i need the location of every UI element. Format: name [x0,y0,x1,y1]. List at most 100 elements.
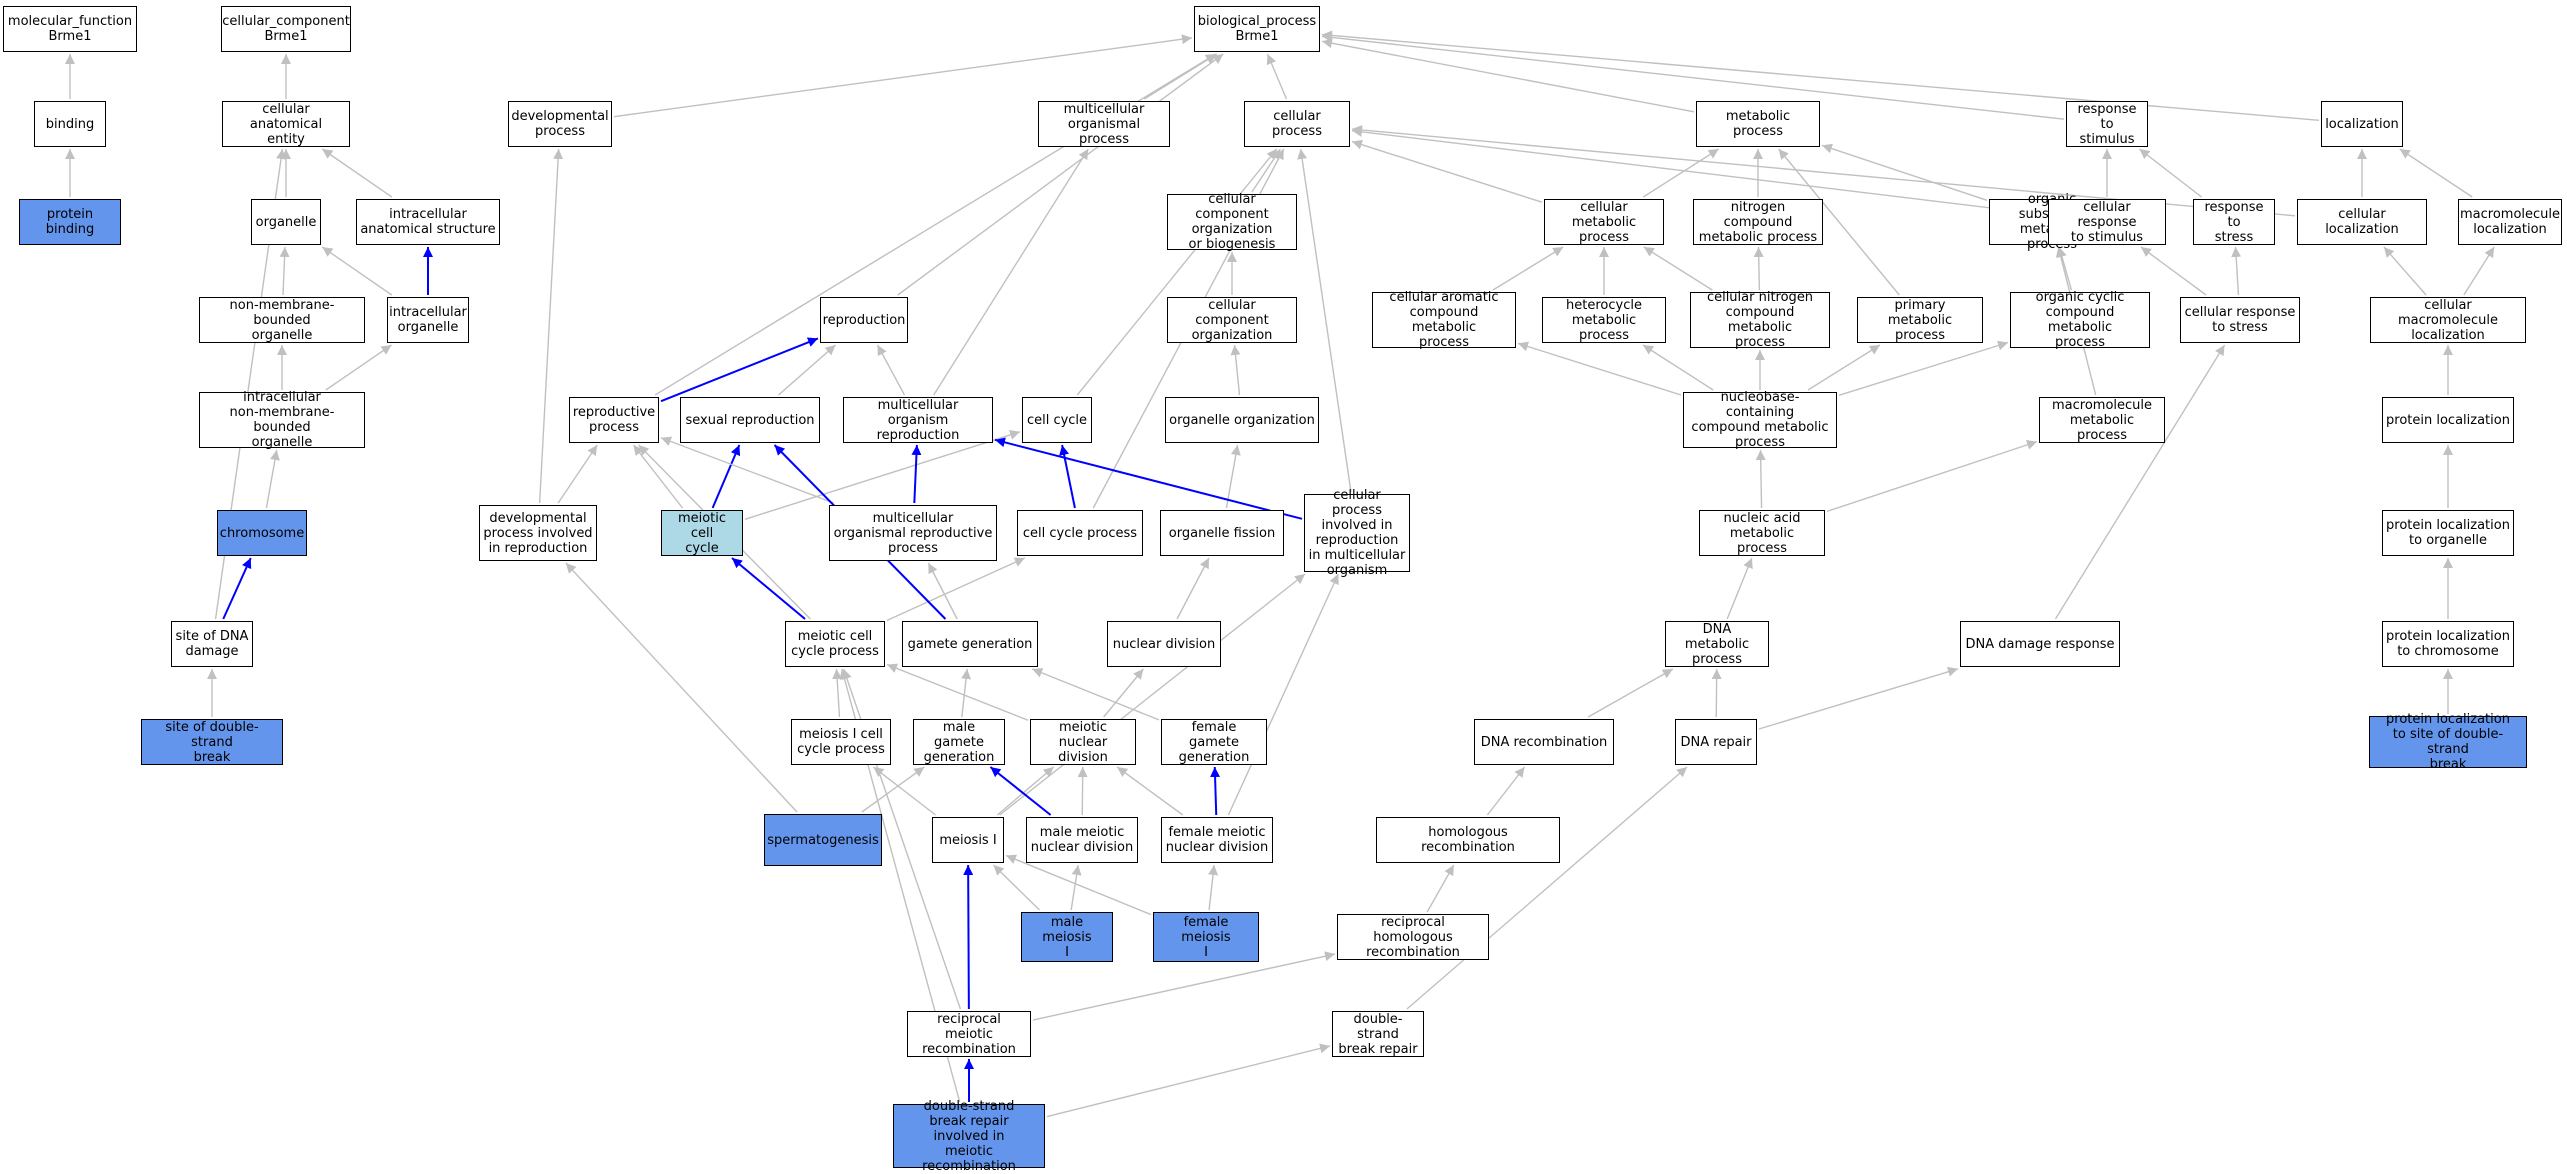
edge-cell-macro-local-to-macro-local [2464,247,2494,295]
node-nitro-metab[interactable]: nitrogen compound metabolic process [1693,199,1823,245]
node-recip-homol[interactable]: reciprocal homologous recombination [1337,914,1489,960]
node-resp-stim[interactable]: response to stimulus [2066,101,2148,147]
node-recip-meiotic[interactable]: reciprocal meiotic recombination [907,1011,1031,1057]
node-binding[interactable]: binding [34,101,106,147]
edge-meiotic-ccp-to-meiotic-cc [732,558,805,619]
edge-meiosis1-to-meiosis1-ccp [873,767,935,815]
node-cell-resp-stim[interactable]: cellular response to stimulus [2048,199,2166,245]
edge-cp-repro-to-multi-repro [995,440,1302,519]
node-multi-org[interactable]: multicellular organismal process [1038,101,1170,147]
node-reproduction[interactable]: reproduction [820,297,908,343]
node-male-gam[interactable]: male gamete generation [913,719,1005,765]
node-cell-metab[interactable]: cellular metabolic process [1544,199,1664,245]
node-nbc[interactable]: nucleobase-containing compound metabolic… [1683,392,1837,448]
node-nmbo[interactable]: non-membrane-bounded organelle [199,297,365,343]
node-spermatogenesis[interactable]: spermatogenesis [764,814,882,866]
node-inmbo[interactable]: intracellular non-membrane-bounded organ… [199,392,365,448]
node-meiosis1-ccp[interactable]: meiosis I cell cycle process [791,719,891,765]
node-sex-repro[interactable]: sexual reproduction [680,397,820,443]
node-dna-metab[interactable]: DNA metabolic process [1665,621,1769,667]
node-male-mnd[interactable]: male meiotic nuclear division [1026,817,1138,863]
node-na-metab[interactable]: nucleic acid metabolic process [1699,510,1825,556]
node-org-org[interactable]: organelle organization [1165,397,1319,443]
node-female-meiosis1[interactable]: female meiosis I [1153,912,1259,962]
node-prot-local-org[interactable]: protein localization to organelle [2382,510,2514,556]
node-meiosis1[interactable]: meiosis I [932,817,1004,863]
node-cc-root[interactable]: cellular_component Brme1 [221,6,351,52]
node-meiotic-nd[interactable]: meiotic nuclear division [1030,719,1136,765]
edge-io-to-organelle [322,247,392,295]
node-cell-arom[interactable]: cellular aromatic compound metabolic pro… [1372,292,1516,348]
node-bp-root[interactable]: biological_process Brme1 [1194,6,1320,52]
node-cco[interactable]: cellular component organization [1167,297,1297,343]
node-prot-local[interactable]: protein localization [2382,397,2514,443]
node-nuc-div[interactable]: nuclear division [1107,621,1221,667]
node-ias[interactable]: intracellular anatomical structure [356,199,500,245]
node-multi-repro-proc[interactable]: multicellular organismal reproductive pr… [829,505,997,561]
node-site-dna-damage[interactable]: site of DNA damage [171,621,253,667]
node-gamete-gen[interactable]: gamete generation [902,621,1038,667]
node-meiotic-cc[interactable]: meiotic cell cycle [661,510,743,556]
node-cc-proc[interactable]: cell cycle process [1017,510,1143,556]
node-dna-damage[interactable]: DNA damage response [1960,621,2120,667]
node-chromosome[interactable]: chromosome [217,510,307,556]
node-dsb-meiotic[interactable]: double-strand break repair involved in m… [893,1104,1045,1168]
node-cell-nitro[interactable]: cellular nitrogen compound metabolic pro… [1690,292,1830,348]
node-org-fission[interactable]: organelle fission [1160,510,1284,556]
edge-meiotic-nd-to-nuc-div [1104,669,1144,717]
node-meiotic-ccp[interactable]: meiotic cell cycle process [785,621,885,667]
node-cell-macro-local[interactable]: cellular macromolecule localization [2370,297,2526,343]
edge-male-meiosis1-to-meiosis1 [994,865,1040,910]
node-multi-repro[interactable]: multicellular organism reproduction [843,397,993,443]
node-cell-proc[interactable]: cellular process [1244,101,1350,147]
node-dna-recomb[interactable]: DNA recombination [1474,719,1614,765]
edge-male-gam-to-gamete-gen [962,669,967,717]
node-resp-stress[interactable]: response to stress [2193,199,2275,245]
node-cae[interactable]: cellular anatomical entity [222,101,350,147]
node-hetero[interactable]: heterocycle metabolic process [1542,297,1666,343]
node-cp-repro[interactable]: cellular process involved in reproductio… [1304,494,1410,572]
edge-reproduction-to-bp-root [898,54,1223,295]
node-macro-metab[interactable]: macromolecule metabolic process [2039,397,2165,443]
node-ccob[interactable]: cellular component organization or bioge… [1167,194,1297,250]
node-female-mnd[interactable]: female meiotic nuclear division [1161,817,1273,863]
node-homol-recomb[interactable]: homologous recombination [1376,817,1560,863]
node-io[interactable]: intracellular organelle [387,297,469,343]
node-macro-local[interactable]: macromolecule localization [2458,199,2562,245]
node-prot-local-chr[interactable]: protein localization to chromosome [2382,621,2514,667]
node-site-dsb[interactable]: site of double-strand break [141,719,283,765]
node-female-gam[interactable]: female gamete generation [1161,719,1267,765]
node-localization[interactable]: localization [2321,101,2403,147]
node-dna-repair[interactable]: DNA repair [1675,719,1757,765]
edge-cc-proc-to-cell-cycle [1062,445,1075,508]
edge-macro-local-to-localization [2400,149,2472,197]
node-male-meiosis1[interactable]: male meiosis I [1021,912,1113,962]
node-dev-repro[interactable]: developmental process involved in reprod… [479,505,597,561]
node-metab[interactable]: metabolic process [1696,101,1820,147]
node-repro-proc[interactable]: reproductive process [569,397,659,443]
edge-org-org-to-cco [1235,345,1240,395]
node-cell-local[interactable]: cellular localization [2297,199,2427,245]
edge-spermatogenesis-to-dev-repro [566,563,797,812]
node-cell-cycle[interactable]: cell cycle [1022,397,1092,443]
node-prot-local-dsb[interactable]: protein localization to site of double-s… [2369,716,2527,768]
node-protein-binding[interactable]: protein binding [19,199,121,245]
edge-male-mnd-to-male-gam [990,767,1050,815]
edge-meiosis1-ccp-to-meiotic-ccp [837,669,840,717]
edge-dna-recomb-to-dna-metab [1588,669,1673,717]
edge-female-meiosis1-to-female-mnd [1209,865,1214,910]
node-org-cyc[interactable]: organic cyclic compound metabolic proces… [2010,292,2150,348]
edge-org-sub-to-metab [1822,145,1987,200]
node-cell-resp-stress[interactable]: cellular response to stress [2180,297,2300,343]
edge-nbc-to-hetero [1643,345,1713,390]
node-mf-root[interactable]: molecular_function Brme1 [3,6,137,52]
node-primary[interactable]: primary metabolic process [1857,297,1983,343]
edge-cell-macro-local-to-cell-local [2384,247,2426,295]
node-dsb-repair[interactable]: double-strand break repair [1332,1011,1424,1057]
edge-recip-meiotic-to-recip-homol [1033,954,1335,1020]
edge-homol-recomb-to-dna-recomb [1487,767,1524,815]
edge-male-meiosis1-to-male-mnd [1071,865,1078,910]
node-organelle[interactable]: organelle [251,199,321,245]
node-dev-proc[interactable]: developmental process [508,101,612,147]
